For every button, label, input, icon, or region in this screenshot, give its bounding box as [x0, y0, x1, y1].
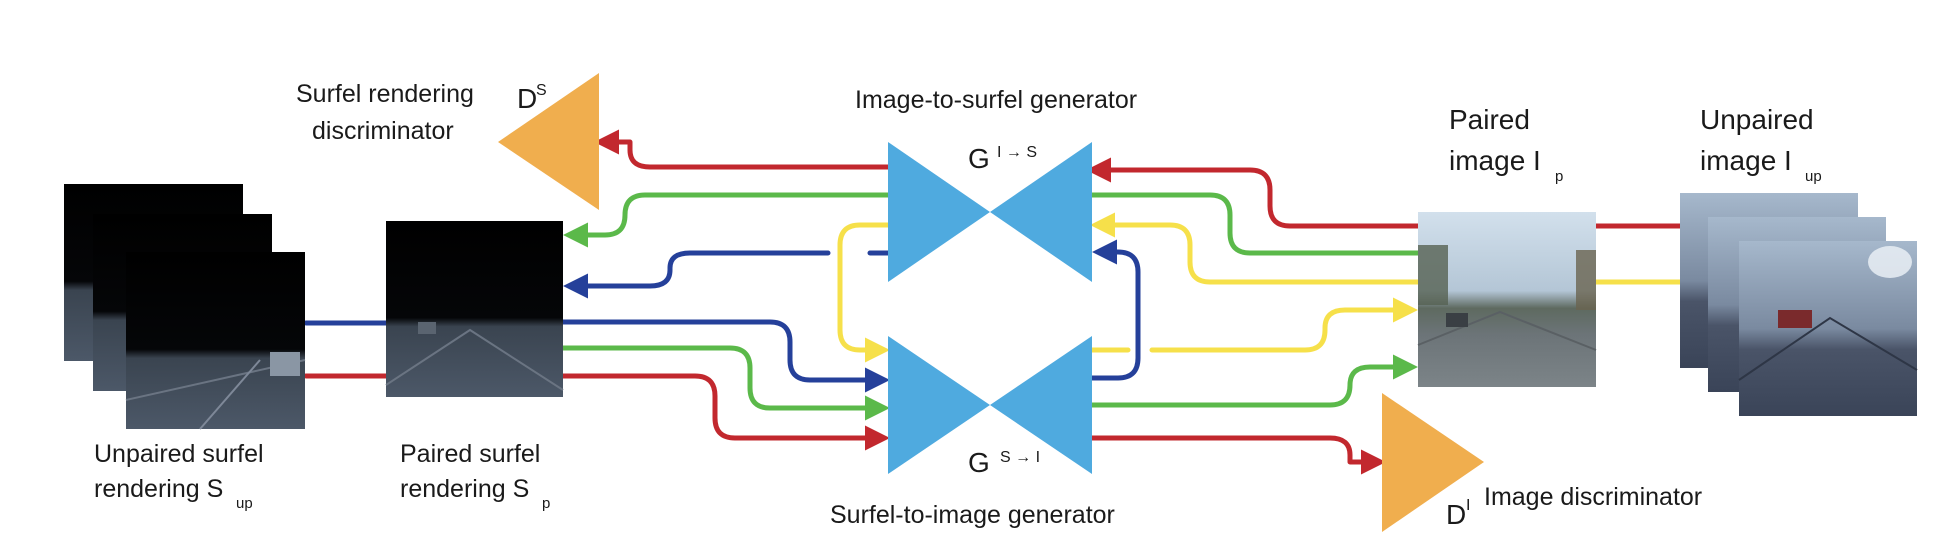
paired-surfel-title-line2: rendering S — [400, 475, 529, 503]
paired-image-title-line1: Paired — [1449, 104, 1530, 135]
surfel-to-image-generator — [888, 336, 1092, 474]
wire-red-i2s-to-surfel-disc — [594, 129, 891, 170]
image-disc-superscript: I — [1466, 497, 1470, 514]
unpaired-surfel-rendering-stack — [64, 184, 306, 430]
wire-yellow-s2i-to-paired-image — [1089, 310, 1410, 353]
s2i-generator-title: Surfel-to-image generator — [830, 501, 1115, 529]
wire-green-paired-surfel-to-s2i — [560, 345, 890, 421]
surfel-discriminator-triangle — [498, 73, 599, 210]
i2s-encoder-triangle — [888, 142, 990, 282]
s2i-generator-superscript: S → I — [1000, 449, 1040, 466]
s2i-encoder-triangle — [888, 336, 990, 474]
surfel-disc-title-line2: discriminator — [312, 117, 454, 145]
wire-blue-s2i-to-i2s-loop — [1089, 239, 1141, 381]
i2s-decoder-triangle — [990, 142, 1092, 282]
wire-blue-i2s-to-paired-surfel — [571, 250, 891, 286]
paired-image-title-line2: image I — [1449, 145, 1541, 176]
unpaired-image-subscript: up — [1805, 168, 1822, 185]
s2i-generator-symbol: G — [968, 447, 990, 478]
image-to-surfel-generator — [888, 142, 1092, 282]
paired-image-subscript: p — [1555, 168, 1563, 185]
i2s-generator-symbol: G — [968, 143, 990, 174]
surfel-disc-symbol: D — [517, 83, 537, 114]
unpaired-image-stack — [1680, 193, 1918, 416]
wire-green-paired-image-to-i2s — [1089, 192, 1428, 256]
paired-surfel-rendering-image — [385, 221, 564, 397]
paired-image-photo — [1417, 212, 1597, 387]
wire-red-paired-surfel-to-s2i — [560, 373, 890, 451]
wire-blue-paired-surfel-to-s2i — [560, 319, 890, 393]
wire-green-s2i-to-paired-image — [1089, 354, 1418, 408]
wire-green-i2s-to-paired-surfel — [563, 192, 891, 248]
surfel-disc-superscript: S — [536, 82, 547, 99]
wire-red-paired-image-to-i2s — [1086, 157, 1428, 229]
unpaired-image-title-line2: image I — [1700, 145, 1792, 176]
paired-surfel-subscript: p — [542, 495, 550, 512]
unpaired-image-title-line1: Unpaired — [1700, 104, 1814, 135]
unpaired-surfel-title-line1: Unpaired surfel — [94, 440, 264, 468]
paired-surfel-title-line1: Paired surfel — [400, 440, 540, 468]
image-discriminator-triangle — [1382, 393, 1484, 532]
s2i-decoder-triangle — [990, 336, 1092, 474]
unpaired-surfel-subscript: up — [236, 495, 253, 512]
unpaired-surfel-title-line2: rendering S — [94, 475, 223, 503]
image-disc-title: Image discriminator — [1484, 483, 1702, 511]
wire-yellow-i2s-to-s2i-loop — [837, 222, 891, 363]
image-disc-symbol: D — [1446, 499, 1466, 530]
i2s-generator-superscript: I → S — [997, 144, 1037, 161]
surfel-disc-title-line1: Surfel rendering — [296, 80, 474, 108]
wire-red-s2i-to-image-disc — [1089, 435, 1386, 475]
connection-wires — [303, 129, 1683, 475]
wire-yellow-paired-image-to-i2s — [1090, 212, 1428, 285]
i2s-generator-title: Image-to-surfel generator — [855, 86, 1137, 114]
